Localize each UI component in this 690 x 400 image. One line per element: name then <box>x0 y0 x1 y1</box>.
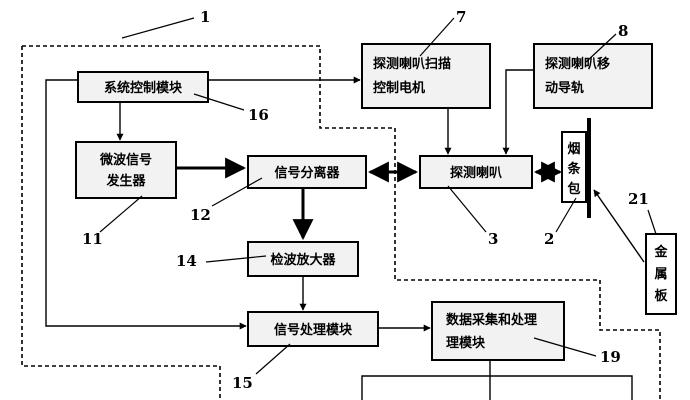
svg-text:19: 19 <box>600 348 621 366</box>
data-acquisition-block: 数据采集和处理 理模块 <box>431 301 565 361</box>
system-boundary <box>22 45 661 400</box>
svg-text:21: 21 <box>628 190 649 208</box>
microwave-generator-block: 微波信号 发生器 <box>75 141 177 199</box>
label-21: 21 <box>628 190 657 235</box>
move-rail-block: 探测喇叭移 动导轨 <box>533 43 653 109</box>
detector-amplifier-block: 检波放大器 <box>247 241 359 277</box>
label-8: 8 <box>585 22 628 63</box>
svg-text:1: 1 <box>200 8 210 26</box>
scan-motor-label-2: 控制电机 <box>373 80 425 96</box>
svg-text:8: 8 <box>618 22 628 40</box>
wire-bus <box>361 375 633 400</box>
svg-text:11: 11 <box>82 230 103 248</box>
label-12: 12 <box>190 177 263 224</box>
label-1: 1 <box>121 8 210 39</box>
move-rail-label-1: 探测喇叭移 <box>545 56 610 72</box>
wire-control-to-processing <box>45 79 247 330</box>
cigarette-pack-label-1: 烟 <box>567 142 580 157</box>
svg-text:3: 3 <box>488 230 498 248</box>
label-15: 15 <box>232 343 291 392</box>
svg-text:14: 14 <box>176 252 197 270</box>
svg-text:15: 15 <box>232 374 253 392</box>
cigarette-pack-block: 烟 条 包 <box>561 131 587 203</box>
scan-motor-label-1: 探测喇叭扫描 <box>373 56 451 72</box>
label-11: 11 <box>82 195 143 248</box>
signal-separator-block: 信号分离器 <box>247 155 367 189</box>
system-control-block: 系统控制模块 <box>77 71 209 103</box>
svg-text:16: 16 <box>248 106 269 124</box>
metal-plate-label-1: 金 <box>653 244 668 260</box>
svg-text:2: 2 <box>544 230 554 248</box>
cigarette-pack-label-3: 包 <box>567 181 580 197</box>
metal-plate-label-3: 板 <box>654 288 668 304</box>
detector-amplifier-label: 检波放大器 <box>270 252 336 268</box>
data-acquisition-label-1: 数据采集和处理 <box>446 312 537 328</box>
cigarette-pack-label-2: 条 <box>567 161 581 177</box>
system-boundary-left <box>21 46 221 400</box>
system-control-label: 系统控制模块 <box>104 80 183 96</box>
move-rail-label-2: 动导轨 <box>545 80 584 96</box>
svg-text:12: 12 <box>190 206 211 224</box>
label-19: 19 <box>533 337 621 366</box>
label-3: 3 <box>447 185 498 248</box>
data-acquisition-label-2: 理模块 <box>446 335 486 351</box>
metal-plate-label-2: 属 <box>654 267 667 282</box>
signal-processing-block: 信号处理模块 <box>247 311 379 347</box>
horn-label: 探测喇叭 <box>450 165 502 181</box>
horn-block: 探测喇叭 <box>419 155 533 189</box>
svg-text:7: 7 <box>456 8 466 26</box>
signal-separator-label: 信号分离器 <box>274 165 340 181</box>
wire-plate-to-pack <box>593 189 645 263</box>
label-14: 14 <box>176 252 267 270</box>
label-2: 2 <box>544 197 577 248</box>
label-16: 16 <box>193 93 269 124</box>
metal-plate-block: 金 属 板 <box>645 233 677 315</box>
microwave-generator-label-1: 微波信号 <box>99 152 152 168</box>
microwave-generator-label-2: 发生器 <box>105 173 146 189</box>
scan-motor-block: 探测喇叭扫描 控制电机 <box>361 43 491 109</box>
signal-processing-label: 信号处理模块 <box>274 322 353 338</box>
wire-rail-to-horn <box>502 69 534 155</box>
label-7: 7 <box>419 8 466 57</box>
